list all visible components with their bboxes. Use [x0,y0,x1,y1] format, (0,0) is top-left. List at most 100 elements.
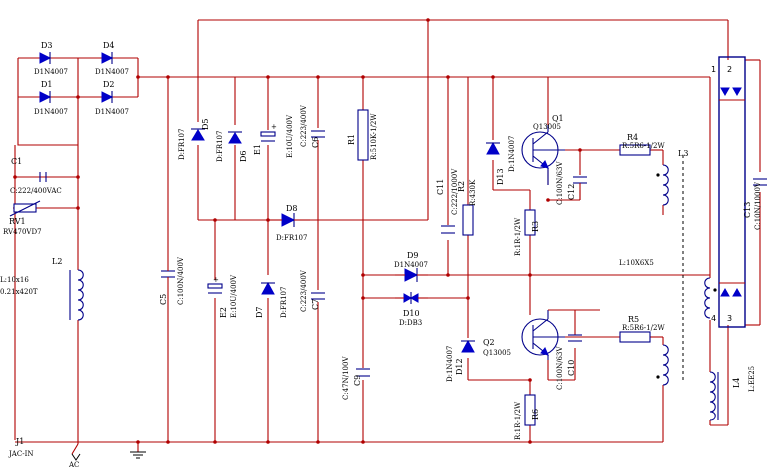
label-c11-value: C:222/1000V [451,168,459,215]
label-e1-plus: + [271,123,277,131]
label-e1: E1 [253,144,262,155]
label-r1-value: R:510K-1/2W [370,113,378,160]
label-c10-value: C:100N/63V [556,346,564,390]
label-d6-value: D:FR107 [216,131,224,162]
label-d13: D13 [496,168,505,185]
label-c13: C13 [743,202,752,218]
label-q1: Q1 [552,114,564,123]
inductor-l3-top [656,164,669,206]
resistor-r3 [524,209,536,236]
label-r2: R2 [457,181,466,192]
label-c12-value: C:100N/63V [556,161,564,205]
label-d5: D5 [201,118,210,130]
label-d4-value: D1N4007 [95,68,129,76]
capacitor-c9 [356,368,370,377]
label-lamp-pin4: 4 [711,314,716,323]
diode-d13 [486,141,500,155]
label-q2: Q2 [483,338,495,347]
label-c10: C10 [567,360,576,376]
label-lamp-pin2: 2 [727,65,732,74]
label-r6: R6 [531,409,540,420]
capacitor-c12 [573,176,587,200]
label-d1-value: D1N4007 [34,108,68,116]
capacitor-e2 [207,283,223,294]
label-d2: D2 [103,80,115,89]
label-rv1: RV1 [9,217,26,226]
label-r2-value: R:430K [469,179,477,206]
label-c1-value: C:222/400VAC [10,187,62,195]
fluorescent-lamp [718,56,746,328]
label-r1: R1 [347,134,356,145]
label-d10-value: D:DB3 [399,319,422,327]
label-c5: C5 [159,294,168,305]
label-d7-value: D:FR107 [280,287,288,318]
label-d10: D10 [403,309,420,318]
diode-d4 [101,52,114,64]
label-c7-value: C:223/400V [300,269,308,312]
resistor-r4 [619,144,651,156]
label-rv1-value: RV470VD7 [3,228,42,236]
diode-d5 [191,128,205,141]
label-r5: R5 [628,315,639,324]
label-d12-value: D:1N4007 [446,346,454,382]
diode-d12 [461,339,475,353]
resistor-r2 [462,204,474,236]
label-c13-value: C:10N/1000V [754,181,762,230]
label-c11: C11 [436,179,445,195]
label-d7: D7 [255,306,264,318]
transistor-q1 [521,125,565,185]
label-c9-value: C:47N/100V [342,356,350,400]
label-r6-value: R:1R-1/2W [514,401,522,440]
label-e2-plus: + [213,276,219,284]
label-c1: C1 [11,157,22,166]
label-l3: L3 [678,149,688,158]
label-l4: L4 [732,378,741,388]
label-d6: D6 [239,150,248,162]
diode-d1 [39,91,52,103]
label-d8: D8 [286,204,298,213]
component-labels: D3 D1N4007 D4 D1N4007 D1 D1N4007 D2 D1N4… [0,41,762,469]
inductor-l3-bottom [656,344,669,386]
label-l4-value: L:EE25 [748,366,756,392]
label-l2-value2: 0.21x420T [0,288,38,296]
diode-d8 [268,213,310,227]
diode-d3 [39,52,52,64]
label-c6: C6 [311,137,320,148]
transistor-q2 [521,309,565,360]
resistor-r6 [524,394,536,426]
diac-d10 [395,292,428,304]
label-c9: C9 [353,375,362,386]
label-d13-value: D:1N4007 [508,136,516,172]
label-lamp-pin1: 1 [711,65,716,74]
label-d9-value: D1N4007 [394,261,428,269]
label-r4: R4 [627,133,638,142]
capacitor-e1 [260,131,276,142]
capacitor-c5 [161,250,175,300]
label-d12: D12 [455,358,464,375]
label-c6-value: C:223/400V [300,104,308,147]
capacitor-c13 [753,178,767,186]
label-q2-value: Q13005 [483,349,511,357]
label-lamp-pin3: 3 [727,314,732,323]
inductor-l3-primary [704,277,717,319]
diode-d6 [228,131,242,144]
capacitor-c7 [311,292,325,300]
label-c5-value: C:100N/400V [177,256,185,305]
resistor-r5 [619,331,651,343]
label-d5-value: D:FR107 [178,129,186,160]
label-j1-value: JAC-IN [8,450,33,458]
label-d1: D1 [41,80,53,89]
junction-dots [13,18,582,444]
capacitor-c10 [568,334,582,342]
capacitor-c1 [39,172,47,182]
capacitor-c11 [441,225,455,234]
varistor-rv1 [9,200,41,217]
label-d3: D3 [41,41,53,50]
diode-d9 [395,268,428,282]
label-r3: R3 [531,221,540,232]
label-r4-value: R:5R6-1/2W [622,142,665,150]
ground-icon [130,451,146,459]
inductor-l2 [69,269,84,321]
label-d3-value: D1N4007 [34,68,68,76]
